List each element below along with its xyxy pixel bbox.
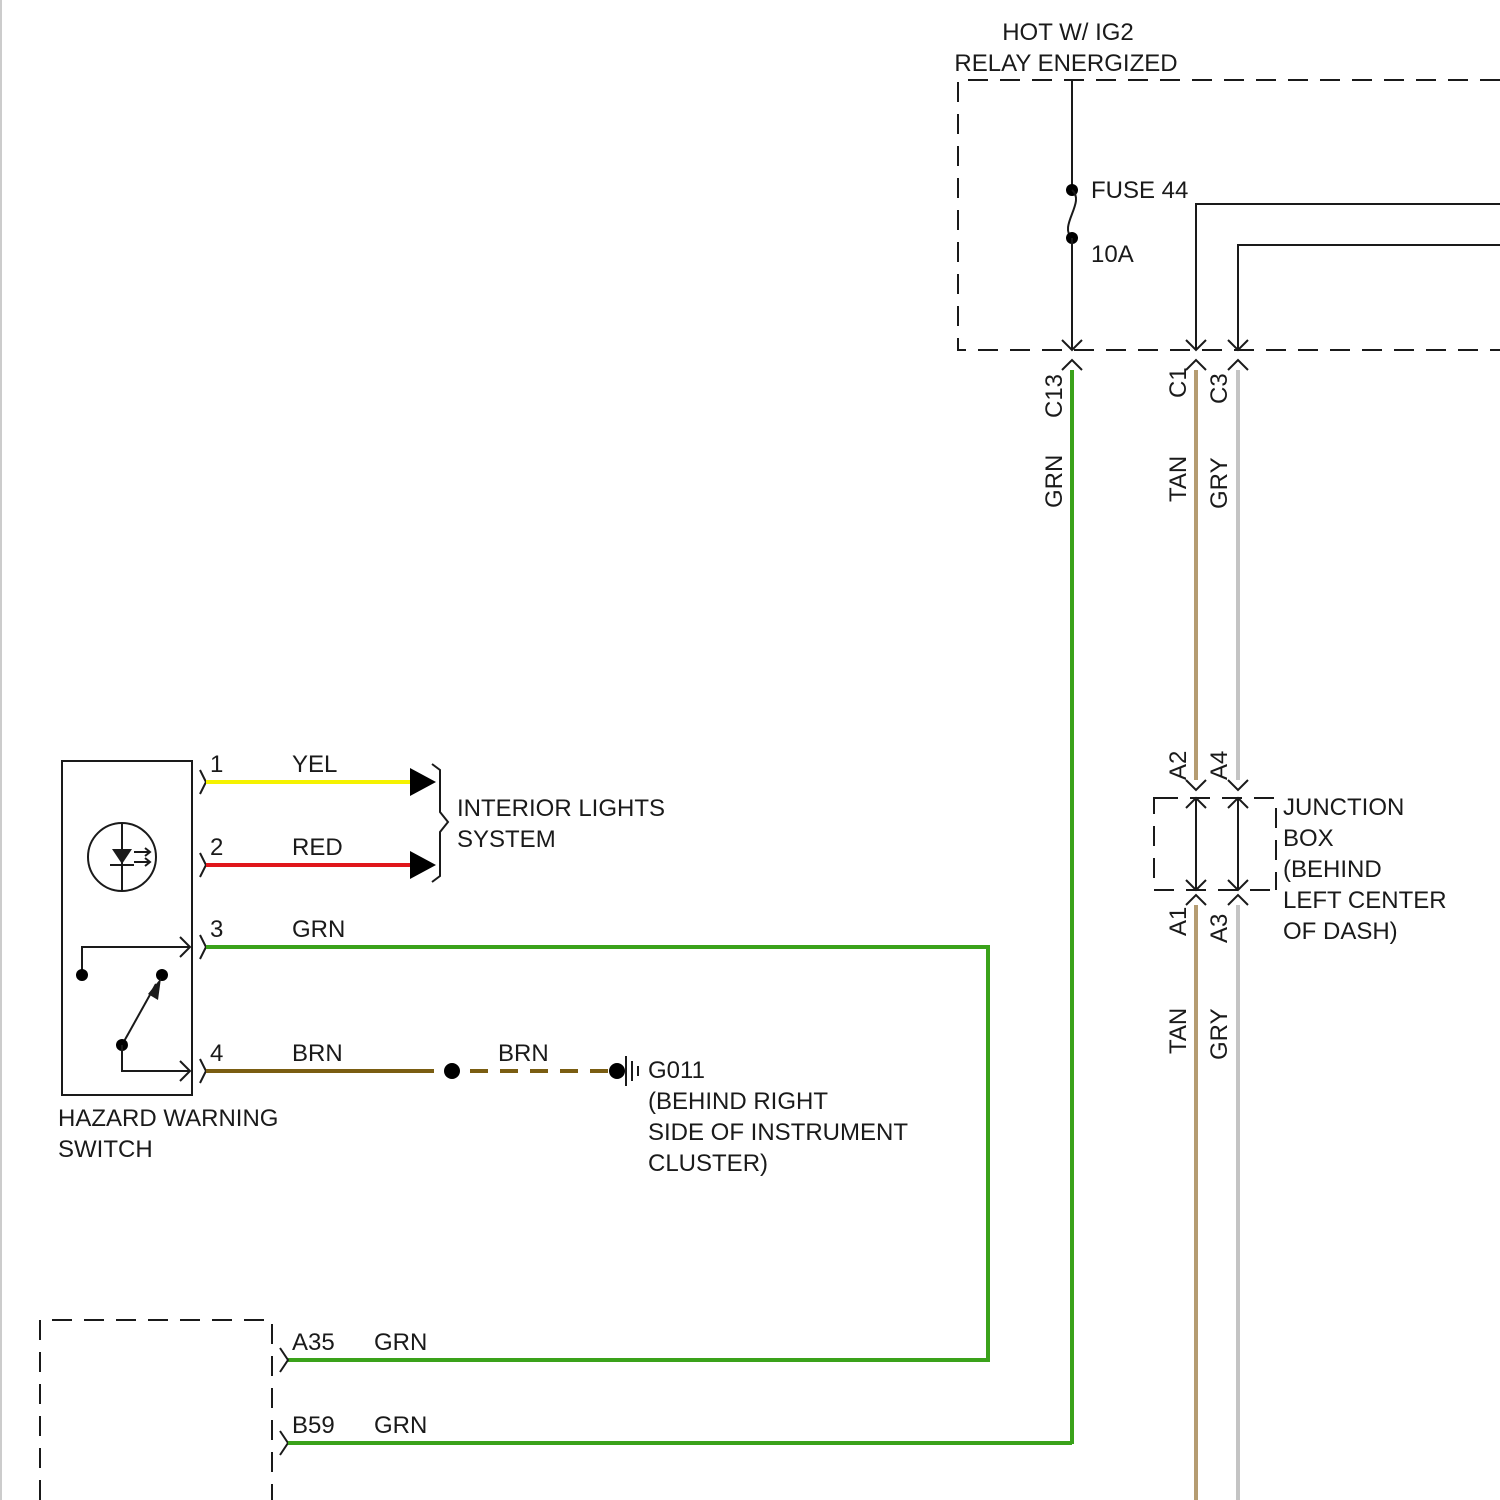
switch-label-line2: SWITCH xyxy=(58,1136,153,1163)
junction-box-outline-top xyxy=(1158,798,1276,890)
a1-terminal xyxy=(1186,895,1206,905)
wire-color-tan-upper: TAN xyxy=(1165,456,1192,502)
wire-color-grn-vertical: GRN xyxy=(1041,455,1068,508)
red-arrowhead xyxy=(410,851,436,879)
splice-dot xyxy=(444,1063,460,1079)
wire-color-red: RED xyxy=(292,834,343,861)
pin-1-label: 1 xyxy=(210,751,223,778)
wire-color-brn-1: BRN xyxy=(292,1040,343,1067)
connector-c3: C3 xyxy=(1206,373,1233,404)
junction-box-label-3: (BEHIND xyxy=(1283,856,1382,883)
ground-location-3: CLUSTER) xyxy=(648,1150,768,1177)
c3-terminal xyxy=(1228,360,1248,370)
fuse-block-outline xyxy=(958,80,1500,350)
wire-grn-pin3 xyxy=(206,947,988,1360)
bottom-module-outline xyxy=(40,1320,272,1500)
pin-3-terminal xyxy=(200,935,206,959)
fuse-rating: 10A xyxy=(1091,241,1134,268)
ground-icon xyxy=(609,1056,638,1086)
led-icon xyxy=(88,823,156,891)
b59-terminal xyxy=(280,1431,288,1455)
bottom-module: A35 GRN B59 GRN xyxy=(40,1320,427,1500)
power-label-line2: RELAY ENERGIZED xyxy=(954,50,1177,77)
ground-id: G011 xyxy=(648,1057,705,1084)
c3-internal-wire xyxy=(1238,245,1500,350)
connector-b59: B59 xyxy=(292,1412,335,1439)
pin-1-terminal xyxy=(200,770,206,794)
pin-3-label: 3 xyxy=(210,916,223,943)
ground-location-1: (BEHIND RIGHT xyxy=(648,1088,828,1115)
wire-color-yel: YEL xyxy=(292,751,337,778)
connector-a35: A35 xyxy=(292,1329,335,1356)
pin-2-terminal xyxy=(200,853,206,877)
wire-color-gry-upper: GRY xyxy=(1206,457,1233,509)
pin-4-label: 4 xyxy=(210,1040,223,1067)
fuse-block: HOT W/ IG2 RELAY ENERGIZED FUSE 44 10A xyxy=(954,19,1500,370)
connector-a4: A4 xyxy=(1206,751,1233,780)
junction-box-label-4: LEFT CENTER xyxy=(1283,887,1447,914)
junction-box-label-1: JUNCTION xyxy=(1283,794,1404,821)
hazard-warning-switch: 1 2 3 4 HAZARD WARNING SWITCH xyxy=(58,751,278,1163)
wire-color-grn-b59: GRN xyxy=(374,1412,427,1439)
junction-box-label-2: BOX xyxy=(1283,825,1334,852)
connector-c1: C1 xyxy=(1165,367,1192,398)
wire-color-grn-pin3: GRN xyxy=(292,916,345,943)
connector-a2: A2 xyxy=(1165,751,1192,780)
a3-terminal xyxy=(1228,895,1248,905)
power-label-line1: HOT W/ IG2 xyxy=(1002,19,1134,46)
yel-arrowhead xyxy=(410,768,436,796)
wire-color-tan-lower: TAN xyxy=(1165,1008,1192,1054)
interior-lights-label-2: SYSTEM xyxy=(457,826,556,853)
a35-terminal xyxy=(280,1348,288,1372)
connector-a1: A1 xyxy=(1165,907,1192,936)
junction-box-outline xyxy=(1154,798,1276,890)
switch-label-line1: HAZARD WARNING xyxy=(58,1105,278,1132)
c1-internal-wire xyxy=(1196,204,1500,350)
a2-terminal xyxy=(1186,780,1206,790)
ground-location-2: SIDE OF INSTRUMENT xyxy=(648,1119,908,1146)
connector-a3: A3 xyxy=(1206,914,1233,943)
interior-lights-label-1: INTERIOR LIGHTS xyxy=(457,795,665,822)
wire-color-gry-lower: GRY xyxy=(1206,1008,1233,1060)
wire-color-grn-a35: GRN xyxy=(374,1329,427,1356)
junction-box-label-5: OF DASH) xyxy=(1283,918,1398,945)
wire-color-brn-2: BRN xyxy=(498,1040,549,1067)
c13-terminal xyxy=(1062,360,1082,370)
pin-4-terminal xyxy=(200,1059,206,1083)
fuse-name: FUSE 44 xyxy=(1091,177,1188,204)
connector-c13: C13 xyxy=(1041,374,1068,418)
pin-2-label: 2 xyxy=(210,834,223,861)
a4-terminal xyxy=(1228,780,1248,790)
switch-contact-icon xyxy=(76,937,190,1081)
fuse-icon xyxy=(1068,190,1076,238)
